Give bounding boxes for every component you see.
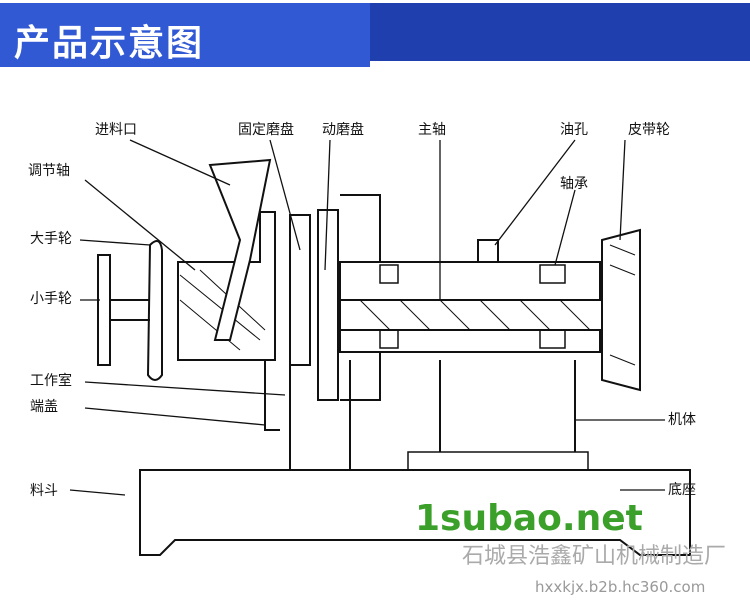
bearing: [539, 329, 566, 349]
fixed-disc: [289, 214, 311, 366]
label-oil-hole: 油孔: [560, 122, 588, 138]
bearing: [539, 264, 566, 284]
bearing: [379, 264, 399, 284]
label-adjust-shaft: 调节轴: [28, 163, 70, 179]
label-small-handwheel: 小手轮: [30, 291, 72, 307]
big-handwheel: [146, 240, 163, 381]
moving-disc: [317, 209, 339, 401]
label-body: 机体: [668, 412, 696, 428]
label-hopper: 料斗: [30, 483, 58, 499]
label-main-shaft: 主轴: [418, 122, 446, 138]
header-banner: 产品示意图: [0, 0, 750, 68]
watermark-company: 石城县浩鑫矿山机械制造厂: [462, 544, 727, 569]
base-plate: [407, 451, 589, 471]
label-pulley: 皮带轮: [628, 122, 670, 138]
base: [139, 469, 691, 556]
label-bearing: 轴承: [560, 176, 588, 192]
label-feed-inlet: 进料口: [95, 122, 137, 138]
feed-inlet: [208, 158, 272, 341]
header-banner-light: [0, 3, 370, 67]
label-moving-disc: 动磨盘: [322, 121, 364, 138]
label-fixed-disc: 固定磨盘: [238, 121, 294, 138]
watermark-url: hxxkjx.b2b.hc360.com: [535, 578, 706, 596]
label-work-chamber: 工作室: [30, 372, 72, 389]
housing: [177, 211, 276, 361]
watermark-site: 1subao.net: [415, 498, 643, 539]
work-chamber: [264, 360, 351, 470]
page-title: 产品示意图: [14, 23, 205, 64]
bearing: [379, 329, 399, 349]
body-legs: [439, 360, 576, 452]
label-end-cover: 端盖: [30, 399, 58, 415]
header-banner-dark: [335, 3, 750, 61]
shaft-hatch: [359, 299, 591, 331]
label-big-handwheel: 大手轮: [30, 231, 72, 247]
oil-hole: [477, 239, 499, 263]
leader-lines: [69, 139, 665, 496]
pulley-grooves: [609, 244, 636, 366]
handwheel-spokes: [110, 299, 150, 321]
shaft-core: [339, 299, 621, 331]
pulley: [601, 228, 641, 392]
small-handwheel: [97, 254, 111, 366]
label-base: 底座: [668, 482, 696, 498]
